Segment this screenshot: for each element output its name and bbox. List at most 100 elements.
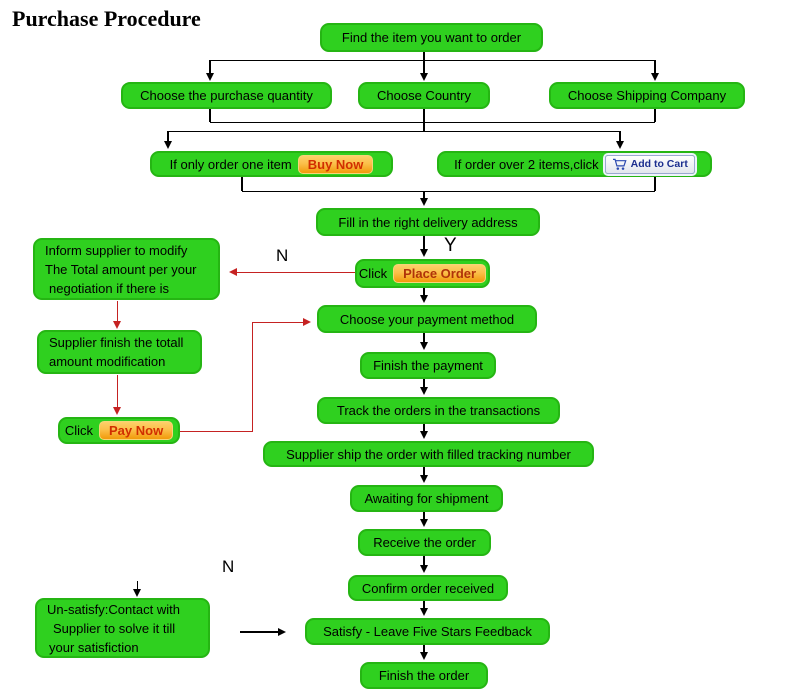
label-yes: Y <box>444 235 457 256</box>
arrow-down <box>420 295 428 303</box>
step-label: If order over 2 items,click <box>454 156 599 172</box>
connector-line <box>654 177 656 191</box>
arrow-down <box>420 249 428 257</box>
connector-line <box>137 581 138 590</box>
flow-step-confirm-received: Confirm order received <box>348 575 508 601</box>
buy-now-button: Buy Now <box>297 154 374 174</box>
connector-line <box>423 109 425 131</box>
cart-icon <box>612 158 627 170</box>
step-label: Supplier ship the order with filled trac… <box>286 446 571 462</box>
flow-step-order-one-item: If only order one item Buy Now <box>150 151 393 177</box>
step-label: Confirm order received <box>361 580 495 596</box>
arrow-right <box>278 628 286 636</box>
step-label: Track the orders in the transactions <box>336 403 541 418</box>
connector-line <box>209 60 211 74</box>
step-label: Choose your payment method <box>339 311 515 327</box>
connector-line <box>423 424 425 432</box>
arrow-down <box>420 519 428 527</box>
arrow-down <box>420 608 428 616</box>
arrow-down <box>420 342 428 350</box>
flow-step-supplier-ship: Supplier ship the order with filled trac… <box>263 441 594 467</box>
arrow-down-red <box>113 321 121 329</box>
connector-line <box>209 109 211 122</box>
connector-line-red <box>180 431 253 432</box>
arrow-down <box>420 475 428 483</box>
arrow-down <box>420 198 428 206</box>
connector-line <box>423 556 425 566</box>
connector-line <box>210 122 655 123</box>
flow-step-supplier-finish: Supplier finish the totall amount modifi… <box>37 330 202 374</box>
connector-line <box>423 236 425 250</box>
step-label: Receive the order <box>373 535 476 550</box>
connector-line-red <box>252 322 253 432</box>
flow-step-awaiting-shipment: Awaiting for shipment <box>350 485 503 512</box>
connector-line <box>619 131 621 142</box>
connector-line <box>167 131 169 142</box>
step-line: amount modification <box>49 354 166 369</box>
connector-line <box>423 645 425 653</box>
step-line: your satisfiction <box>49 639 139 655</box>
add-to-cart-label: Add to Cart <box>630 158 688 170</box>
flow-step-finish-payment: Finish the payment <box>360 352 496 379</box>
arrow-left-red <box>229 268 237 276</box>
step-label: Choose Country <box>377 88 471 103</box>
arrow-down <box>420 565 428 573</box>
step-label: Choose Shipping Company <box>567 88 727 103</box>
step-line: Inform supplier to modify <box>45 242 188 258</box>
arrow-right-red <box>303 318 311 326</box>
arrow-down <box>420 387 428 395</box>
step-label: Satisfy - Leave Five Stars Feedback <box>323 624 532 639</box>
flow-step-receive-order: Receive the order <box>358 529 491 556</box>
step-label: Click <box>358 266 388 281</box>
connector-line <box>423 512 425 520</box>
pay-now-button: Pay Now <box>99 421 174 440</box>
connector-line-red <box>252 322 304 323</box>
step-line: Un-satisfy:Contact with <box>47 601 180 617</box>
arrow-down <box>420 431 428 439</box>
label-no-satisfy: N <box>222 557 235 576</box>
connector-line-red <box>237 272 355 273</box>
step-label: Awaiting for shipment <box>364 491 489 506</box>
connector-line <box>423 288 425 296</box>
connector-line <box>423 467 425 476</box>
step-label: Click <box>64 423 93 438</box>
connector-line <box>423 52 425 74</box>
arrow-down <box>164 141 172 149</box>
place-order-button: Place Order <box>393 264 487 283</box>
connector-line-red <box>117 301 118 322</box>
label-no-modify: N <box>276 246 289 265</box>
connector-line <box>242 191 655 192</box>
connector-line <box>423 333 425 343</box>
flow-step-finish-order: Finish the order <box>360 662 488 689</box>
flow-step-track-orders: Track the orders in the transactions <box>317 397 560 424</box>
arrow-down <box>206 73 214 81</box>
arrow-down <box>651 73 659 81</box>
step-label: Choose the purchase quantity <box>140 88 313 103</box>
step-label: Fill in the right delivery address <box>338 214 518 230</box>
flow-step-choose-shipping: Choose Shipping Company <box>549 82 745 109</box>
page-title: Purchase Procedure <box>12 6 201 31</box>
step-label: If only order one item <box>169 156 292 172</box>
step-line: Supplier finish the totall <box>49 335 184 350</box>
arrow-down-red <box>113 407 121 415</box>
step-line: The Total amount per your <box>45 261 197 277</box>
arrow-down <box>133 589 141 597</box>
flow-step-click-pay-now: Click Pay Now <box>58 417 180 444</box>
connector-line <box>423 191 425 199</box>
step-label: Find the item you want to order <box>341 30 522 45</box>
arrow-down <box>616 141 624 149</box>
connector-line <box>240 631 279 633</box>
step-line: Supplier to solve it till <box>53 620 176 636</box>
connector-line <box>241 177 243 191</box>
flow-step-find-item: Find the item you want to order <box>320 23 543 52</box>
flow-step-fill-address: Fill in the right delivery address <box>316 208 540 236</box>
connector-line <box>423 601 425 609</box>
flow-step-click-place-order: Click Place Order <box>355 259 490 288</box>
step-label: Finish the order <box>378 668 470 683</box>
flow-step-choose-country: Choose Country <box>358 82 490 109</box>
connector-line <box>168 131 620 132</box>
flow-step-choose-quantity: Choose the purchase quantity <box>121 82 332 109</box>
flow-step-unsatisfy: Un-satisfy:Contact with Supplier to solv… <box>35 598 210 658</box>
arrow-down <box>420 73 428 81</box>
